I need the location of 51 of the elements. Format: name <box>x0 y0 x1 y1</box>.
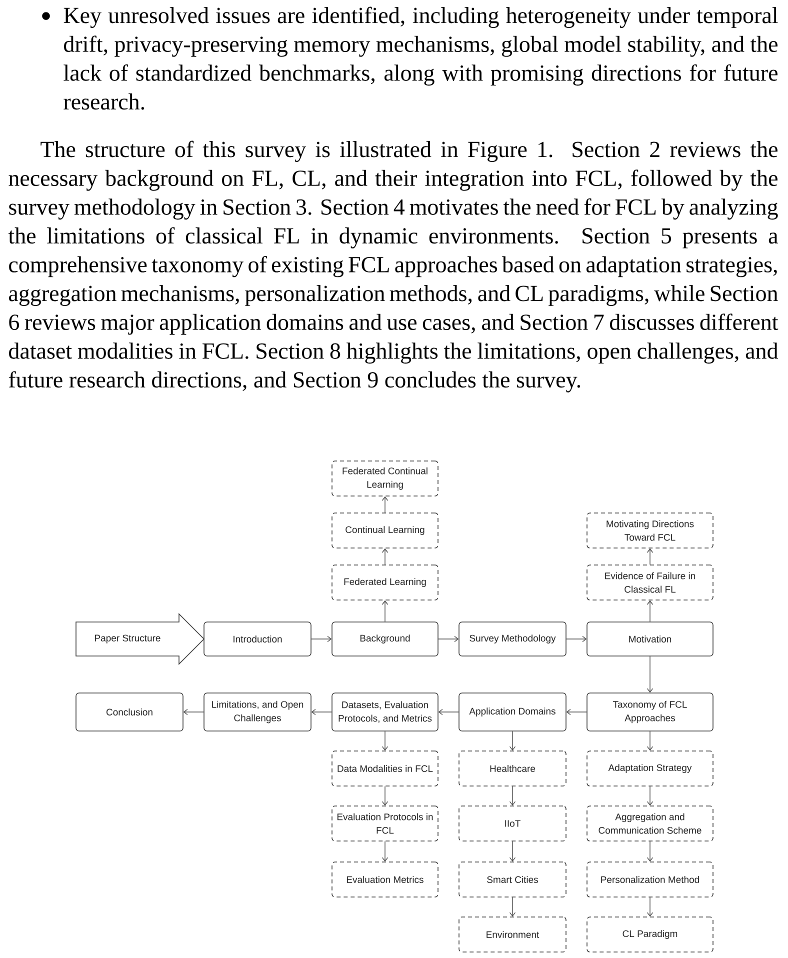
section-box: Survey Methodology <box>458 622 566 656</box>
arrow <box>509 731 516 751</box>
subsection-box: Federated Continual Learning <box>332 460 438 496</box>
arrow <box>509 897 516 917</box>
arrow <box>509 841 516 862</box>
section-box: Application Domains <box>458 692 566 732</box>
arrow <box>382 600 388 622</box>
subsection-box: Personalization Method <box>586 862 714 898</box>
section-box: Datasets, Evaluation Protocols, and Metrics <box>332 692 438 732</box>
subsection-box: Federated Learning <box>332 564 438 600</box>
arrow <box>311 636 332 642</box>
arrow <box>566 708 587 716</box>
section-box: Conclusion <box>76 692 184 732</box>
subsection-box: Environment <box>458 916 566 952</box>
subsection-box: CL Paradigm <box>586 916 714 952</box>
section-box: Background <box>332 622 438 656</box>
arrow <box>382 496 388 513</box>
arrow <box>438 708 459 716</box>
subsection-box: Continual Learning <box>332 512 438 548</box>
arrow <box>183 708 204 716</box>
arrow <box>566 636 587 642</box>
arrow <box>382 786 388 806</box>
section-box: Introduction <box>204 622 312 656</box>
arrow <box>646 548 654 565</box>
arrow <box>646 600 654 622</box>
arrow <box>646 841 654 862</box>
subsection-box: Evaluation Metrics <box>332 862 438 898</box>
subsection-box: Aggregation and Communication Scheme <box>586 806 714 842</box>
body-paragraph: The structure of this survey is illustrated in Figure 1. Section 2 reviews the necessary background on FL, CL, and their integration into FCL, followed by the survey methodology in Section 3. Section 4 motivates the need for FCL by analyzing the limitations of classical FL in dynamic environments. Section 5 presents a comprehensive taxonomy of existing FCL approaches based on adaptation strategies, aggregation mechanisms, personalization methods, and CL paradigms, while Section 6 reviews major application domains and use cases, and Section 7 discusses different dataset modalities in FCL. Section 8 highlights the limitations, open challenges, and future research directions, and Section 9 concludes the survey. <box>8 140 778 392</box>
bullet-point-text: Key unresolved issues are identified, including heterogeneity under temporal drift, privacy-preserving memory mechanisms, global model stability, and the lack of standardized benchmarks, along with promising directions for future research. <box>64 6 778 110</box>
subsection-box: Smart Cities <box>458 862 566 898</box>
subsection-box: Evidence of Failure in Classical FL <box>586 564 714 600</box>
subsection-box: Data Modalities in FCL <box>332 750 438 786</box>
subsection-box: Adaptation Strategy <box>586 750 714 786</box>
arrow <box>382 841 388 862</box>
subsection-box: Evaluation Protocols in FCL <box>332 806 438 842</box>
section-box: Limitations, and Open Challenges <box>204 692 312 732</box>
arrow <box>646 731 654 751</box>
arrow <box>382 731 388 751</box>
subsection-box: IIoT <box>458 806 566 842</box>
subsection-box: Motivating Directions Toward FCL <box>586 512 714 548</box>
arrow <box>646 656 654 693</box>
subsection-box: Healthcare <box>458 750 566 786</box>
arrow <box>438 636 459 642</box>
arrow <box>311 708 332 716</box>
arrow <box>382 548 388 565</box>
arrow <box>509 786 516 806</box>
arrow <box>646 786 654 806</box>
arrow <box>646 897 654 917</box>
section-box: Taxonomy of FCL Approaches <box>586 692 714 732</box>
section-box: Motivation <box>586 622 714 656</box>
